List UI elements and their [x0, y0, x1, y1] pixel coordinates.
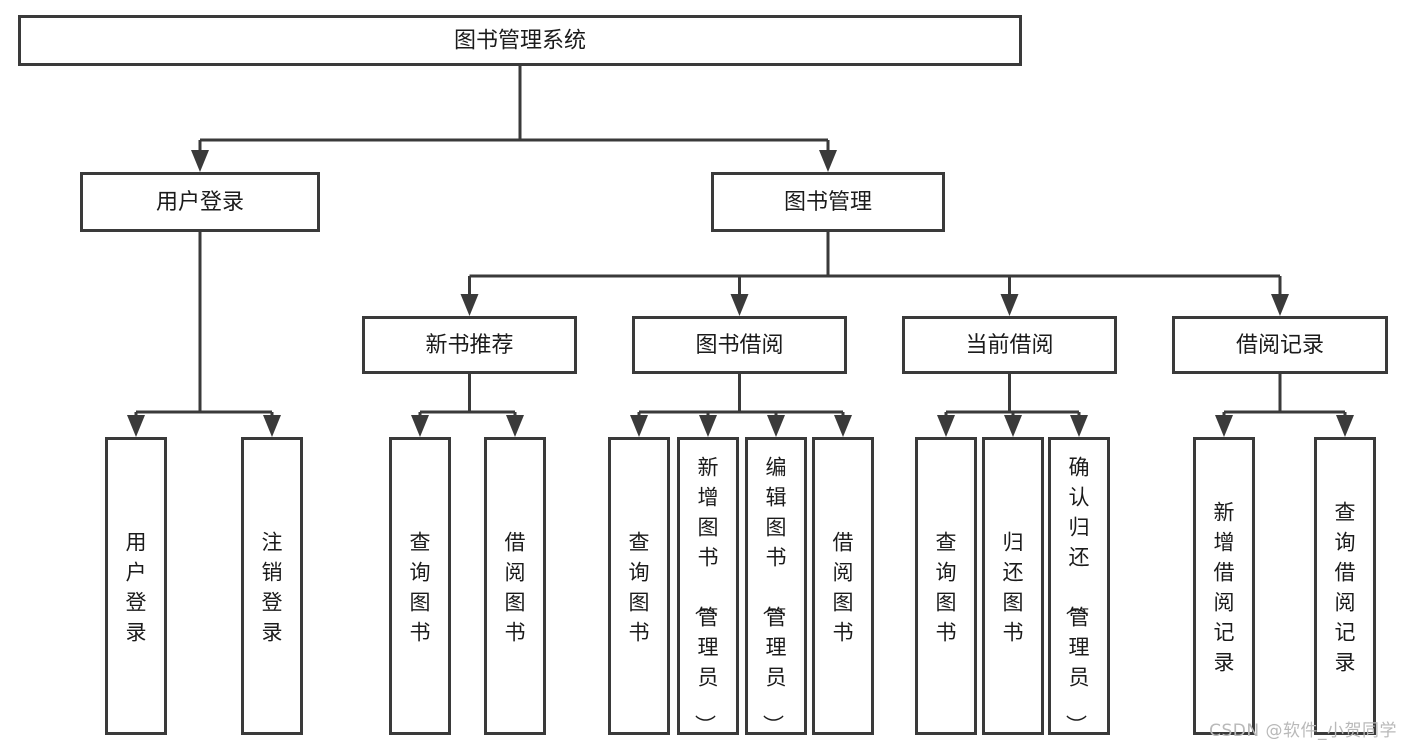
node-box-leaf-query-book-current	[915, 437, 977, 735]
node-leaf-borrow-book[interactable]: 借阅图书	[812, 437, 874, 735]
edge-group-book-borrow	[630, 374, 852, 437]
node-label-leaf-edit-book-admin: 编辑图书（管理员）	[761, 455, 787, 735]
node-box-book-management	[711, 172, 945, 232]
node-box-leaf-query-book-borrow	[608, 437, 670, 735]
node-box-user-login	[80, 172, 320, 232]
node-book-management[interactable]: 图书管理	[711, 172, 945, 232]
node-label-leaf-query-book-recommend: 查询图书	[410, 530, 431, 644]
node-label-leaf-confirm-return-admin: 确认归还（管理员）	[1064, 455, 1090, 735]
node-leaf-query-book-borrow[interactable]: 查询图书	[608, 437, 670, 735]
node-leaf-query-book-recommend[interactable]: 查询图书	[389, 437, 451, 735]
node-label-new-book-recommend: 新书推荐	[425, 333, 513, 358]
node-box-leaf-logout-login	[241, 437, 303, 735]
node-box-borrow-record	[1172, 316, 1388, 374]
node-box-leaf-user-login	[105, 437, 167, 735]
node-label-leaf-borrow-book: 借阅图书	[833, 530, 854, 644]
node-label-leaf-add-borrow-record: 新增借阅记录	[1214, 500, 1235, 674]
edge-group-book-management	[460, 232, 1289, 316]
node-label-leaf-logout-login: 注销登录	[262, 530, 283, 644]
node-leaf-return-book[interactable]: 归还图书	[982, 437, 1044, 735]
node-box-root	[18, 15, 1022, 66]
edge-group-user-login	[127, 232, 281, 437]
node-label-current-borrow: 当前借阅	[965, 333, 1053, 358]
edge-group-root	[191, 66, 837, 172]
node-box-leaf-edit-book-admin	[745, 437, 807, 735]
node-box-leaf-add-book-admin	[677, 437, 739, 735]
node-box-new-book-recommend	[362, 316, 577, 374]
node-label-leaf-add-book-admin: 新增图书（管理员）	[693, 455, 719, 735]
node-leaf-logout-login[interactable]: 注销登录	[241, 437, 303, 735]
node-label-book-management: 图书管理	[784, 190, 872, 215]
node-leaf-query-book-current[interactable]: 查询图书	[915, 437, 977, 735]
nodes-layer: 图书管理系统用户登录图书管理新书推荐图书借阅当前借阅借阅记录用户登录注销登录查询…	[18, 15, 1388, 736]
node-box-leaf-confirm-return-admin	[1048, 437, 1110, 735]
node-leaf-edit-book-admin[interactable]: 编辑图书（管理员）	[745, 437, 807, 736]
node-box-leaf-add-borrow-record	[1193, 437, 1255, 735]
node-label-user-login: 用户登录	[156, 190, 244, 215]
node-borrow-record[interactable]: 借阅记录	[1172, 316, 1388, 374]
node-leaf-add-borrow-record[interactable]: 新增借阅记录	[1193, 437, 1255, 735]
node-new-book-recommend[interactable]: 新书推荐	[362, 316, 577, 374]
node-label-leaf-query-book-current: 查询图书	[936, 530, 957, 644]
node-box-leaf-borrow-book-recommend	[484, 437, 546, 735]
node-box-leaf-query-borrow-record	[1314, 437, 1376, 735]
edge-group-current-borrow	[937, 374, 1088, 437]
node-leaf-query-borrow-record[interactable]: 查询借阅记录	[1314, 437, 1376, 735]
node-label-book-borrow: 图书借阅	[695, 333, 783, 358]
node-label-leaf-borrow-book-recommend: 借阅图书	[505, 530, 526, 644]
node-box-leaf-return-book	[982, 437, 1044, 735]
node-label-leaf-query-book-borrow: 查询图书	[629, 530, 650, 644]
node-current-borrow[interactable]: 当前借阅	[902, 316, 1117, 374]
node-box-current-borrow	[902, 316, 1117, 374]
node-label-leaf-query-borrow-record: 查询借阅记录	[1335, 500, 1356, 674]
node-book-borrow[interactable]: 图书借阅	[632, 316, 847, 374]
connectors-layer	[127, 66, 1354, 437]
node-root[interactable]: 图书管理系统	[18, 15, 1022, 66]
node-leaf-borrow-book-recommend[interactable]: 借阅图书	[484, 437, 546, 735]
edge-group-new-book-recommend	[411, 374, 524, 437]
node-leaf-add-book-admin[interactable]: 新增图书（管理员）	[677, 437, 739, 736]
node-label-borrow-record: 借阅记录	[1236, 333, 1324, 358]
node-leaf-confirm-return-admin[interactable]: 确认归还（管理员）	[1048, 437, 1110, 736]
node-box-leaf-borrow-book	[812, 437, 874, 735]
watermark-credit: CSDN @软件_小贺同学	[1209, 721, 1397, 741]
node-box-leaf-query-book-recommend	[389, 437, 451, 735]
node-label-leaf-user-login: 用户登录	[126, 530, 147, 644]
node-label-leaf-return-book: 归还图书	[1003, 530, 1024, 644]
node-leaf-user-login[interactable]: 用户登录	[105, 437, 167, 735]
node-box-book-borrow	[632, 316, 847, 374]
node-label-root: 图书管理系统	[454, 29, 586, 54]
node-user-login[interactable]: 用户登录	[80, 172, 320, 232]
edge-group-borrow-record	[1215, 374, 1354, 437]
